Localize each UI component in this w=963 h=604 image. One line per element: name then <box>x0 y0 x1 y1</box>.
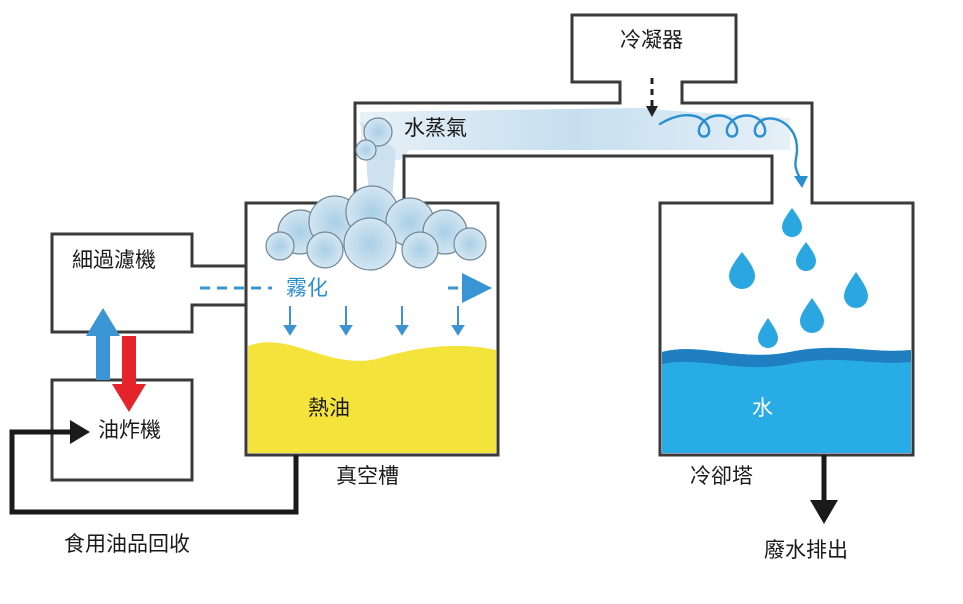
hot-oil-label: 熱油 <box>308 396 350 420</box>
oil-recovery-label: 食用油品回收 <box>64 532 190 556</box>
oil-recovery-arrowhead <box>70 420 90 444</box>
water-drops <box>729 208 868 348</box>
oil-recovery-pipe <box>9 429 299 515</box>
steam-mist <box>360 108 790 160</box>
mist-down-arrows <box>283 306 465 336</box>
steam-label: 水蒸氣 <box>404 116 467 140</box>
condenser-label: 冷凝器 <box>620 28 683 52</box>
wastewater-arrowhead <box>810 500 838 524</box>
water-label: 水 <box>752 396 773 420</box>
fine-filter-label: 細過濾機 <box>72 248 156 272</box>
water-spiral-arrow <box>658 114 802 180</box>
water-wave-dark <box>662 347 911 368</box>
fryer-filter-arrows <box>86 308 146 412</box>
mist-cloud <box>265 117 487 271</box>
vacuum-tank-label: 真空槽 <box>336 464 399 488</box>
condenser-down-arrow <box>646 78 658 117</box>
spiral-arrowhead <box>794 176 808 188</box>
water-fill <box>662 347 911 453</box>
atomize-label: 霧化 <box>286 276 328 300</box>
wastewater-label: 廢水排出 <box>764 538 848 562</box>
cooling-tower-label: 冷卻塔 <box>690 464 753 488</box>
fryer-label: 油炸機 <box>98 418 161 442</box>
hot-oil-fill <box>248 342 496 453</box>
